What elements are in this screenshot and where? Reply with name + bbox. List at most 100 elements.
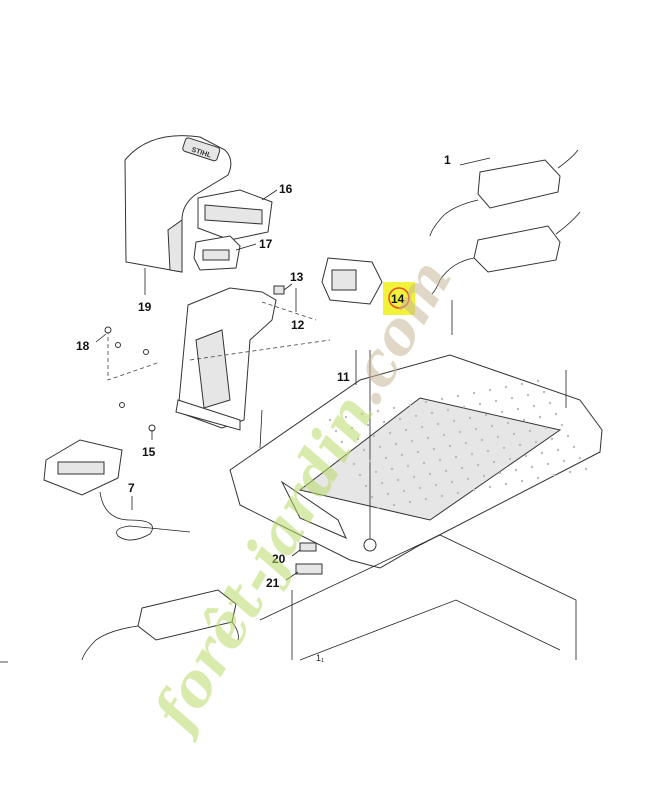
grid-dot	[484, 413, 488, 417]
grid-dot	[480, 438, 484, 442]
grid-dot	[568, 470, 572, 474]
grid-dot	[454, 455, 458, 459]
grid-dot	[406, 464, 410, 468]
grid-dot	[472, 488, 476, 492]
grid-dot	[464, 441, 468, 445]
grid-dot	[356, 437, 360, 441]
callout-11: 11	[337, 370, 350, 384]
grid-dot	[462, 405, 466, 409]
grid-dot	[520, 382, 524, 386]
part-14-sensor	[321, 257, 383, 305]
grid-dot	[536, 379, 540, 383]
grid-dot	[388, 431, 392, 435]
grid-dot	[456, 394, 460, 398]
grid-dot	[552, 473, 556, 477]
grid-dot	[450, 480, 454, 484]
part-21-connector	[285, 563, 323, 581]
grid-dot	[458, 430, 462, 434]
callout-12: 12	[291, 318, 305, 332]
grid-dot	[562, 459, 566, 463]
grid-dot	[474, 427, 478, 431]
grid-dot	[424, 497, 428, 501]
grid-dot	[508, 457, 512, 461]
grid-dot	[468, 416, 472, 420]
grid-dot	[396, 478, 400, 482]
grid-dot	[536, 476, 540, 480]
grid-dot	[566, 434, 570, 438]
grid-dot	[346, 451, 350, 455]
base-plate-grid	[328, 379, 588, 510]
grid-dot	[376, 506, 380, 510]
grid-dot	[430, 411, 434, 415]
grid-dot	[420, 425, 424, 429]
grid-dot	[516, 407, 520, 411]
grid-dot	[358, 473, 362, 477]
grid-dot	[432, 447, 436, 451]
grid-dot	[522, 418, 526, 422]
part-7-controller	[43, 439, 191, 541]
grid-dot	[416, 450, 420, 454]
grid-dot	[364, 484, 368, 488]
grid-dot	[504, 482, 508, 486]
grid-dot	[448, 444, 452, 448]
grid-dot	[504, 385, 508, 389]
grid-dot	[444, 469, 448, 473]
highlight-ring	[388, 287, 410, 309]
grid-dot	[482, 474, 486, 478]
screws	[95, 326, 331, 440]
grid-dot	[394, 442, 398, 446]
grid-dot	[366, 423, 370, 427]
grid-dot	[334, 429, 338, 433]
part-13-clip	[273, 283, 293, 295]
part-17-board	[193, 235, 257, 271]
grid-dot	[460, 466, 464, 470]
callout-17: 17	[259, 237, 273, 251]
grid-dot	[436, 422, 440, 426]
bottom-power-supply	[81, 589, 239, 661]
grid-dot	[362, 448, 366, 452]
bottom-frame	[259, 534, 577, 661]
grid-dot	[350, 426, 354, 430]
callout-15: 15	[142, 445, 156, 459]
grid-dot	[496, 435, 500, 439]
callout-19: 19	[138, 300, 152, 314]
grid-dot	[546, 462, 550, 466]
grid-dot	[328, 418, 332, 422]
grid-dot	[376, 409, 380, 413]
grid-dot	[506, 421, 510, 425]
grid-dot	[526, 393, 530, 397]
grid-dot	[418, 486, 422, 490]
grid-dot	[382, 420, 386, 424]
grid-dot	[470, 452, 474, 456]
grid-dot	[466, 477, 470, 481]
grid-dot	[494, 399, 498, 403]
grid-dot	[442, 433, 446, 437]
grid-dot	[528, 429, 532, 433]
grid-dot	[510, 396, 514, 400]
grid-dot	[572, 445, 576, 449]
grid-dot	[344, 415, 348, 419]
grid-dot	[412, 475, 416, 479]
grid-dot	[410, 439, 414, 443]
grid-dot	[386, 492, 390, 496]
callout-21: 21	[266, 576, 280, 590]
part-19-cover: STIHL	[124, 135, 232, 295]
part-20-connector	[291, 542, 317, 557]
grid-dot	[452, 419, 456, 423]
grid-dot	[538, 415, 542, 419]
grid-dot	[428, 472, 432, 476]
callout-1-small: 1₁	[316, 653, 324, 663]
callout-20: 20	[272, 552, 286, 566]
grid-dot	[392, 406, 396, 410]
grid-dot	[584, 467, 588, 471]
grid-dot	[476, 463, 480, 467]
grid-dot	[514, 468, 518, 472]
part-16-board	[197, 189, 278, 241]
callout-18: 18	[76, 339, 90, 353]
grid-dot	[380, 481, 384, 485]
callout-1: 1	[444, 153, 451, 167]
grid-dot	[518, 443, 522, 447]
grid-dot	[532, 404, 536, 408]
grid-dot	[374, 470, 378, 474]
